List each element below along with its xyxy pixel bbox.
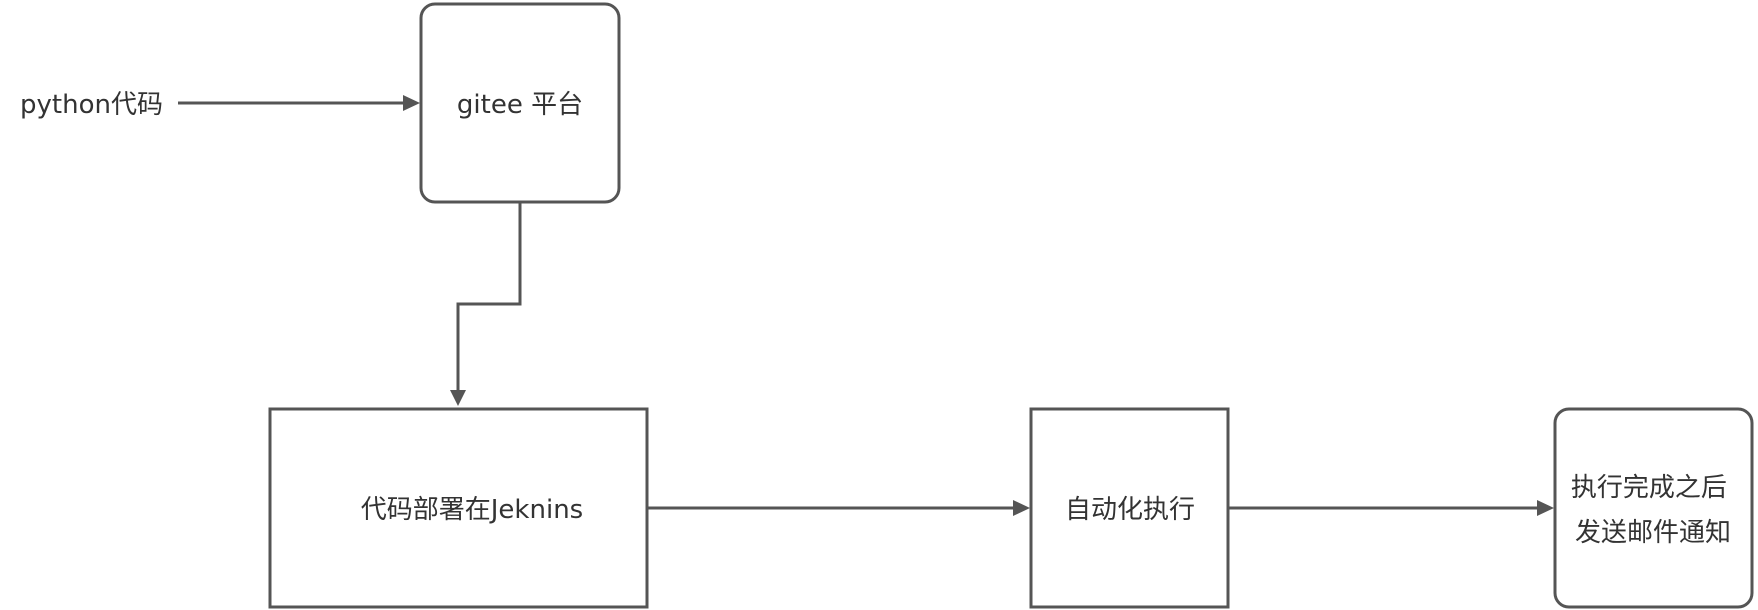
arrowhead-jenkins xyxy=(450,390,466,406)
node-notify-line-2: 发送邮件通知 xyxy=(1575,518,1731,548)
nodes: python代码 gitee 平台 代码部署在Jeknins 自动化执行 执行完… xyxy=(20,2,1754,609)
node-auto-exec: 自动化执行 xyxy=(1029,407,1230,609)
node-jenkins-label: 代码部署在Jeknins xyxy=(361,495,583,525)
arrowhead-notify xyxy=(1537,500,1554,516)
edge-gitee-to-jenkins xyxy=(456,202,522,390)
node-python-source-label: python代码 xyxy=(20,90,163,120)
node-jenkins-box xyxy=(268,407,649,609)
node-notify-box xyxy=(1553,407,1754,609)
node-auto-exec-box xyxy=(1029,407,1230,609)
node-auto-exec-label: 自动化执行 xyxy=(1065,495,1195,525)
edges xyxy=(178,95,1554,516)
node-gitee: gitee 平台 xyxy=(419,2,621,204)
node-gitee-label: gitee 平台 xyxy=(457,90,583,120)
node-notify-line-1: 执行完成之后 xyxy=(1571,473,1727,503)
arrowhead-auto-exec xyxy=(1013,500,1030,516)
node-notify-label: 执行完成之后 发送邮件通知 xyxy=(1571,473,1735,548)
node-jenkins: 代码部署在Jeknins xyxy=(268,407,649,609)
arrowhead-gitee xyxy=(403,95,420,111)
node-gitee-box xyxy=(419,2,621,204)
node-notify: 执行完成之后 发送邮件通知 xyxy=(1553,407,1754,609)
